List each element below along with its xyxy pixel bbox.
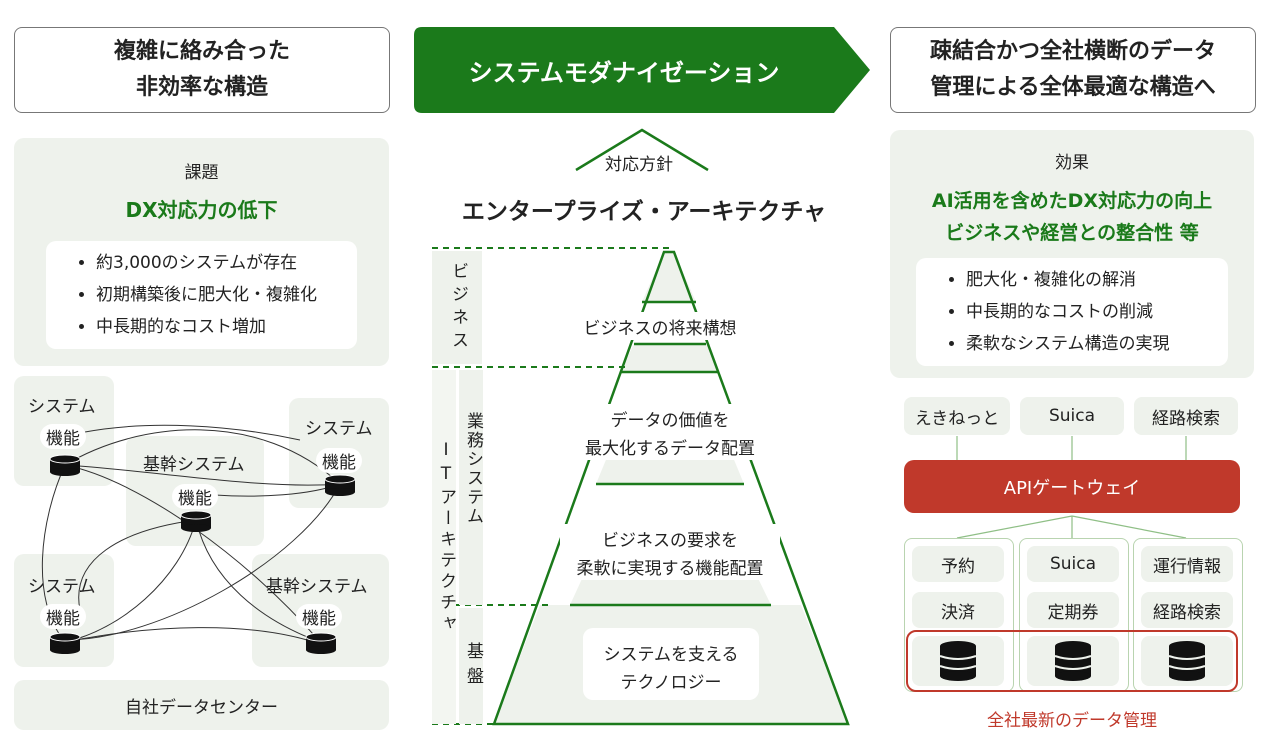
right-header: 疎結合かつ全社横断のデータ 管理による全体最適な構造へ [890,27,1256,113]
database-icon [324,474,356,496]
database-icon [49,632,81,654]
service-operation-info: 運行情報 [1141,546,1233,582]
database-icon [1168,641,1206,681]
modernization-title: システムモダナイゼーション [468,58,780,87]
core-system-label: 基幹システム [143,455,245,475]
left-header-line1: 複雑に絡み合った [113,39,290,64]
service-payment: 決済 [912,592,1004,628]
level-function-line2: 柔軟に実現する機能配置 [560,552,780,580]
effect-bullet: 柔軟なシステム構造の実現 [966,328,1228,360]
right-header-line1: 疎結合かつ全社横断のデータ [929,39,1216,64]
database-icon [1054,641,1092,681]
effect-bullets: 肥大化・複雑化の解消 中長期的なコストの削減 柔軟なシステム構造の実現 [916,258,1228,366]
effect-title-line2: ビジネスや経営との整合性 等 [945,222,1199,244]
issue-bullet: 中長期的なコスト増加 [96,311,357,343]
service-route-search: 経路検索 [1141,592,1233,628]
function-label: 機能 [40,604,86,629]
app-tile-ekinet: えきねっと [904,397,1010,435]
gateway-connectors [956,436,1187,539]
ea-title: エンタープライズ・アーキテクチャ [461,199,827,225]
business-label: ビジネス [448,262,468,354]
level-tech-line1: システムを支える [603,645,739,665]
left-header: 複雑に絡み合った 非効率な構造 [14,27,390,113]
right-header-line2: 管理による全体最適な構造へ [930,75,1216,100]
database-icon [49,454,81,476]
service-commuter-pass: 定期券 [1027,592,1119,628]
biz-system-label-bg [459,370,483,605]
modernization-arrow [414,27,870,113]
function-label: 機能 [172,484,218,509]
effect-bullet: 中長期的なコストの削減 [966,296,1228,328]
database-icon [939,641,977,681]
level-function-line1: ビジネスの要求を [560,524,780,552]
datacenter-bar: 自社データセンター [14,680,389,730]
system-label: システム [28,577,96,597]
database-icon [305,632,337,654]
level-business-vision: ビジネスの将来構想 [560,312,760,340]
level-tech-line2: テクノロジー [620,673,722,693]
issue-bullet: 約3,000のシステムが存在 [96,247,357,279]
service-reservation: 予約 [912,546,1004,582]
service-suica: Suica [1027,546,1119,582]
effect-bullet: 肥大化・複雑化の解消 [966,264,1228,296]
unified-data-frame [906,630,1238,692]
api-gateway: APIゲートウェイ [904,460,1240,513]
issue-title: DX対応力の低下 [125,198,278,222]
db-tile [912,636,1004,686]
business-label-bg [432,251,482,364]
issue-bullets: 約3,000のシステムが存在 初期構築後に肥大化・複雑化 中長期的なコスト増加 [46,241,357,349]
issue-bullet: 初期構築後に肥大化・複雑化 [96,279,357,311]
effect-label: 効果 [1055,153,1089,173]
issue-panel: 課題 DX対応力の低下 約3,000のシステムが存在 初期構築後に肥大化・複雑化… [14,138,389,366]
function-label: 機能 [40,424,86,449]
policy-roof [575,128,709,172]
level-data-line2: 最大化するデータ配置 [560,432,780,460]
issue-label: 課題 [184,163,219,183]
system-label: システム [305,419,373,439]
left-header-line2: 非効率な構造 [135,75,268,100]
it-arch-label: ITアーキテクチャ [436,440,456,635]
unified-data-label: 全社最新のデータ管理 [987,711,1157,731]
core-system-label: 基幹システム [266,577,368,597]
effect-panel: 効果 AI活用を含めたDX対応力の向上 ビジネスや経営との整合性 等 肥大化・複… [890,130,1254,378]
function-label: 機能 [296,604,342,629]
level-data-line1: データの価値を [560,404,780,432]
level-tech-box [583,628,759,700]
it-label-bg [432,370,456,724]
system-label: システム [28,397,96,417]
base-label-bg [459,608,483,724]
tangled-links [41,424,341,645]
base-label: 基盤 [463,642,483,692]
app-tile-suica: Suica [1020,397,1124,435]
database-icon [180,510,212,532]
app-tile-route: 経路検索 [1134,397,1238,435]
db-tile [1027,636,1119,686]
db-tile [1141,636,1233,686]
policy-label: 対応方針 [605,155,673,175]
function-label: 機能 [316,448,362,473]
effect-title-line1: AI活用を含めたDX対応力の向上 [931,190,1213,212]
biz-system-label: 業務システム [463,412,483,526]
